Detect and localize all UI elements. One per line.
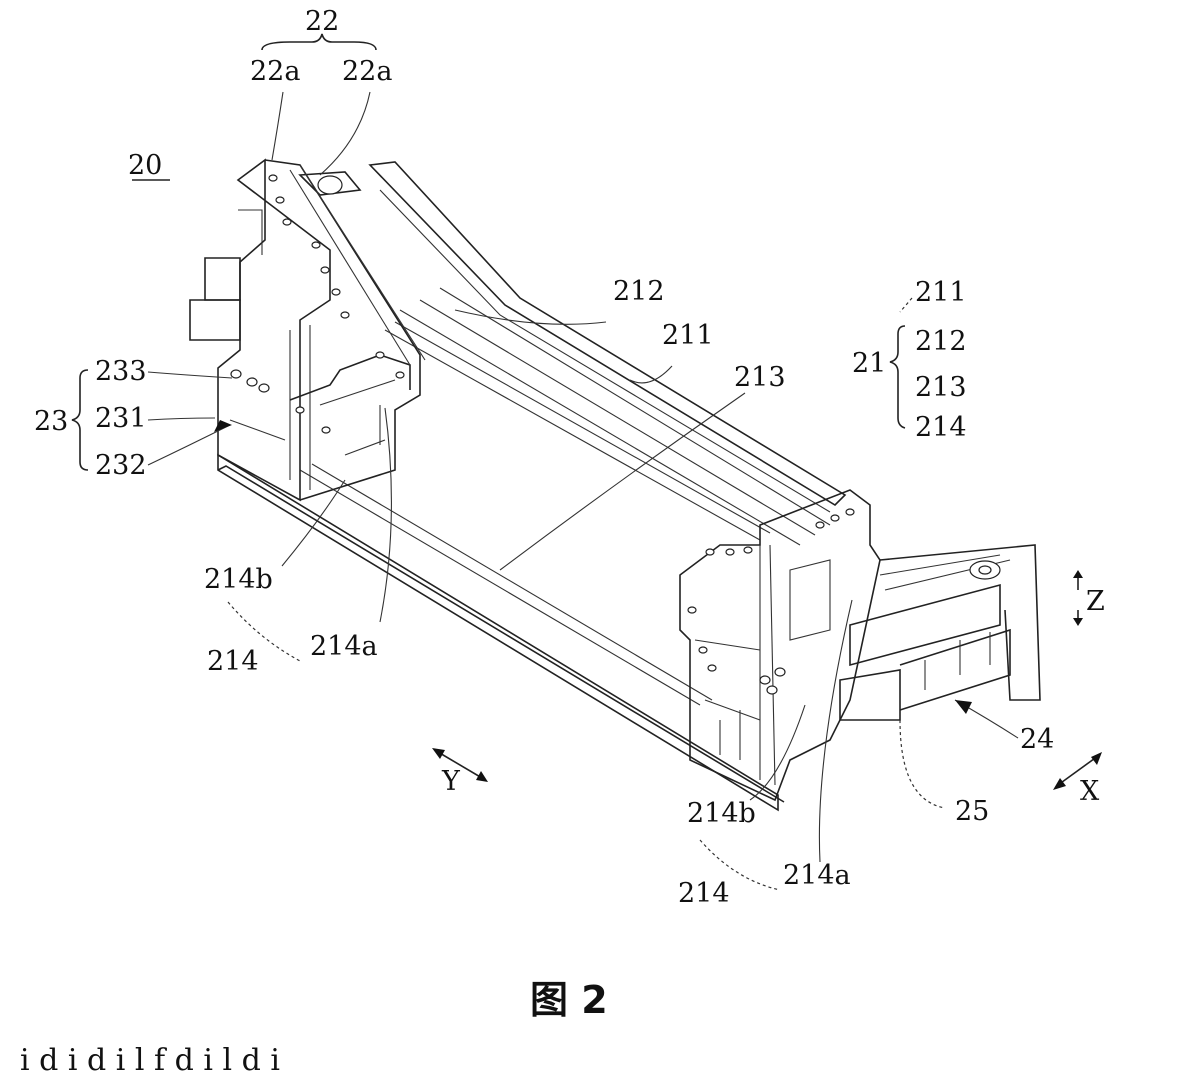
label-212: 212: [613, 276, 665, 307]
label-22: 22: [305, 6, 339, 37]
label-211: 211: [662, 320, 714, 351]
axis-label-x: X: [1080, 776, 1100, 807]
legend-211: 211: [915, 277, 967, 308]
legend-212: 212: [915, 326, 967, 357]
label-23: 23: [34, 406, 68, 437]
reference-labels: 20 22 22a 22a 212 211 213 233 231 232 23…: [34, 6, 1105, 909]
label-214b-left: 214b: [204, 564, 273, 595]
label-22a-right: 22a: [342, 56, 392, 87]
legend-214: 214: [915, 412, 967, 443]
label-24: 24: [1020, 724, 1054, 755]
cropped-body-text: i d i d i l f d i l d i: [20, 1043, 280, 1078]
legend-21: 21: [852, 348, 886, 379]
label-214-left: 214: [207, 646, 259, 677]
leader-lines: [72, 34, 1102, 890]
label-22a-left: 22a: [250, 56, 300, 87]
axis-label-y: Y: [441, 766, 461, 797]
label-20: 20: [128, 150, 162, 181]
label-214b-right: 214b: [687, 798, 756, 829]
label-214-right: 214: [678, 878, 730, 909]
label-214a-right: 214a: [783, 860, 851, 891]
figure-caption: 图 2: [530, 978, 608, 1022]
label-25: 25: [955, 796, 989, 827]
label-233: 233: [95, 356, 147, 387]
label-232: 232: [95, 450, 147, 481]
label-213: 213: [734, 362, 786, 393]
label-214a-left: 214a: [310, 631, 378, 662]
legend-213: 213: [915, 372, 967, 403]
label-231: 231: [95, 403, 147, 434]
axis-label-z: Z: [1086, 586, 1105, 617]
